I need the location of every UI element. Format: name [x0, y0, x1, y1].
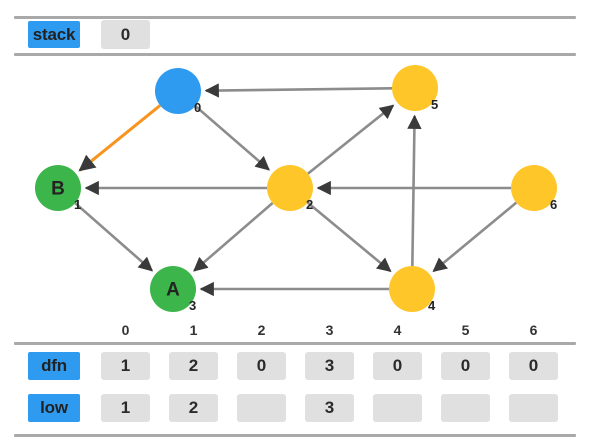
table-column-header: 4 — [393, 322, 402, 338]
table-cell-dfn-1[interactable]: 2 — [169, 352, 218, 380]
graph-edge-6-4 — [432, 201, 518, 273]
stack-panel: stack 0 — [0, 16, 601, 56]
table-cell-dfn-4[interactable]: 0 — [373, 352, 422, 380]
graph-node-0[interactable]: 0 — [155, 68, 201, 115]
table-cell-dfn-5[interactable]: 0 — [441, 352, 490, 380]
table-row-label-dfn: dfn — [28, 352, 80, 380]
node-circle-4[interactable] — [389, 266, 435, 312]
divider-above-table — [14, 342, 576, 345]
divider-below-stack — [14, 53, 576, 56]
node-index-2: 2 — [306, 197, 313, 212]
table-column-header: 6 — [529, 322, 538, 338]
graph-edge-2-3 — [193, 202, 274, 272]
table-cell-dfn-0[interactable]: 1 — [101, 352, 150, 380]
table-column-header: 1 — [189, 322, 198, 338]
graph-edge-0-2 — [194, 105, 270, 171]
node-index-0: 0 — [194, 100, 201, 115]
node-circle-1[interactable] — [35, 165, 81, 211]
graph-node-2[interactable]: 2 — [267, 165, 313, 212]
node-circle-2[interactable] — [267, 165, 313, 211]
stack-item[interactable]: 0 — [101, 20, 150, 49]
graph-svg: 0B1 2A3 4 5 6 — [35, 65, 557, 313]
table-cell-low-1[interactable]: 2 — [169, 394, 218, 422]
graph-node-4[interactable]: 4 — [389, 266, 436, 313]
graph-edges — [74, 83, 518, 297]
node-circle-5[interactable] — [392, 65, 438, 111]
divider-top — [14, 16, 576, 19]
table-cell-low-6[interactable] — [509, 394, 558, 422]
graph-edge-2-4 — [306, 201, 392, 273]
node-index-5: 5 — [431, 97, 438, 112]
node-circle-3[interactable] — [150, 266, 196, 312]
table-column-header: 3 — [325, 322, 334, 338]
node-index-6: 6 — [550, 197, 557, 212]
table-cell-dfn-2[interactable]: 0 — [237, 352, 286, 380]
table-cell-low-3[interactable]: 3 — [305, 394, 354, 422]
graph-edge-4-5 — [407, 114, 422, 267]
node-index-3: 3 — [189, 298, 196, 313]
stack-row-label: stack — [28, 21, 80, 48]
node-index-4: 4 — [428, 298, 436, 313]
graph-node-1[interactable]: B1 — [35, 165, 81, 212]
graph-edge-2-5 — [307, 104, 395, 175]
node-label-1: B — [51, 179, 65, 200]
table-cell-low-4[interactable] — [373, 394, 422, 422]
node-index-1: 1 — [74, 197, 81, 212]
divider-below-table — [14, 434, 576, 437]
node-label-3: A — [166, 280, 180, 301]
graph-edge-5-0 — [204, 83, 393, 98]
graph-node-5[interactable]: 5 — [392, 65, 438, 112]
graph-node-6[interactable]: 6 — [511, 165, 557, 212]
table-column-header: 0 — [121, 322, 130, 338]
graph-nodes: 0B1 2A3 4 5 6 — [35, 65, 557, 313]
graph-edge-1-3 — [74, 202, 154, 272]
table-cell-low-5[interactable] — [441, 394, 490, 422]
table-cell-low-2[interactable] — [237, 394, 286, 422]
table-cell-dfn-3[interactable]: 3 — [305, 352, 354, 380]
table-column-header: 2 — [257, 322, 266, 338]
graph-edge-0-1 — [78, 104, 162, 172]
table-cell-dfn-6[interactable]: 0 — [509, 352, 558, 380]
node-circle-0[interactable] — [155, 68, 201, 114]
table-cell-low-0[interactable]: 1 — [101, 394, 150, 422]
table-row-label-low: low — [28, 394, 80, 422]
graph-node-3[interactable]: A3 — [150, 266, 196, 313]
table-column-header: 5 — [461, 322, 470, 338]
node-circle-6[interactable] — [511, 165, 557, 211]
